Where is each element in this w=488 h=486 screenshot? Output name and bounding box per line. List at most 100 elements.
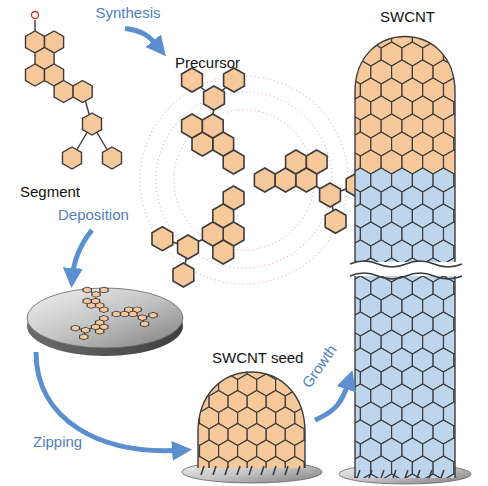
bond-line [405, 470, 408, 478]
carbon-lattice [454, 312, 475, 336]
carbon-lattice [314, 341, 333, 363]
bond-line [285, 466, 288, 475]
bond-line [34, 20, 35, 31]
carbon-lattice [329, 204, 350, 228]
carbon-lattice [319, 474, 340, 486]
benzene-ring [202, 222, 223, 246]
carbon-lattice [464, 366, 485, 390]
carbon-lattice [171, 457, 190, 479]
carbon-lattice [464, 150, 485, 174]
carbon-lattice [329, 420, 350, 444]
dotted-outline [174, 110, 314, 250]
benzene-ring [140, 321, 148, 327]
bond-line [273, 466, 276, 475]
carbon-lattice [329, 132, 350, 156]
bond-line [249, 466, 252, 475]
carbon-lattice [319, 294, 340, 318]
bond-line [261, 466, 264, 475]
carbon-lattice [304, 358, 323, 380]
benzene-ring [83, 113, 102, 135]
carbon-lattice [464, 474, 485, 486]
benzene-ring [92, 291, 100, 297]
benzene-ring [73, 81, 92, 103]
carbon-lattice [181, 407, 200, 429]
carbon-lattice [161, 341, 180, 363]
carbon-lattice [360, 474, 381, 486]
benzene-ring [320, 183, 341, 207]
process-arrow [315, 378, 350, 420]
carbon-lattice [464, 222, 485, 246]
carbon-lattice [464, 78, 485, 102]
break-line [350, 273, 462, 279]
carbon-lattice [319, 78, 340, 102]
carbon-lattice [161, 440, 180, 462]
oxygen-atom [32, 12, 39, 19]
carbon-lattice [319, 402, 340, 426]
carbon-lattice [454, 168, 475, 192]
carbon-lattice [319, 186, 340, 210]
carbon-lattice [319, 150, 340, 174]
carbon-lattice [319, 330, 340, 354]
precursor-molecule [140, 68, 367, 287]
benzene-ring [83, 287, 91, 293]
carbon-lattice [464, 330, 485, 354]
carbon-lattice [181, 341, 200, 363]
carbon-lattice [464, 294, 485, 318]
bond-line [441, 470, 444, 478]
carbon-lattice [340, 6, 361, 30]
benzene-ring [91, 298, 99, 304]
deposited-precursor [71, 287, 157, 340]
carbon-lattice [433, 24, 454, 48]
carbon-lattice [247, 457, 266, 479]
benzene-ring [91, 324, 99, 330]
bond-line [213, 466, 216, 475]
carbon-lattice [464, 438, 485, 462]
swcnt-seed [161, 341, 342, 483]
carbon-lattice [304, 424, 323, 446]
benzene-ring [152, 227, 173, 251]
disc-top [27, 288, 183, 348]
carbon-lattice [444, 474, 465, 486]
benzene-ring [204, 86, 225, 110]
illustration-panel: Segment [5, 5, 125, 200]
carbon-lattice [319, 42, 340, 66]
carbon-lattice [329, 24, 350, 48]
benzene-ring [173, 263, 194, 287]
benzene-ring [129, 311, 137, 317]
carbon-lattice [329, 168, 350, 192]
swcnt-tube [319, 6, 485, 486]
bond-line [357, 470, 360, 478]
carbon-lattice [329, 60, 350, 84]
carbon-lattice [323, 358, 342, 380]
benzene-ring [81, 327, 89, 333]
dotted-outline [156, 92, 332, 268]
benzene-ring [100, 287, 108, 293]
carbon-lattice [444, 6, 465, 30]
bond-line [237, 466, 240, 475]
illustration-panel: SWCNT [350, 5, 460, 483]
carbon-lattice [319, 258, 340, 282]
carbon-lattice [464, 186, 485, 210]
process-arrow [125, 28, 161, 50]
benzene-ring [149, 312, 157, 318]
carbon-lattice [181, 374, 200, 396]
carbon-lattice [319, 222, 340, 246]
benzene-ring [71, 325, 79, 331]
step-label: Deposition [58, 206, 129, 223]
tube-outline [355, 37, 455, 479]
carbon-lattice [285, 457, 304, 479]
carbon-lattice [171, 391, 190, 413]
carbon-lattice [161, 407, 180, 429]
carbon-lattice [329, 348, 350, 372]
benzene-ring [182, 68, 203, 92]
carbon-lattice [454, 384, 475, 408]
carbon-lattice [329, 96, 350, 120]
break-line [350, 261, 462, 267]
carbon-lattice [314, 440, 333, 462]
carbon-lattice [228, 457, 247, 479]
bond-line [225, 466, 228, 475]
carbon-lattice [319, 114, 340, 138]
carbon-lattice [190, 457, 209, 479]
carbon-lattice [323, 424, 342, 446]
